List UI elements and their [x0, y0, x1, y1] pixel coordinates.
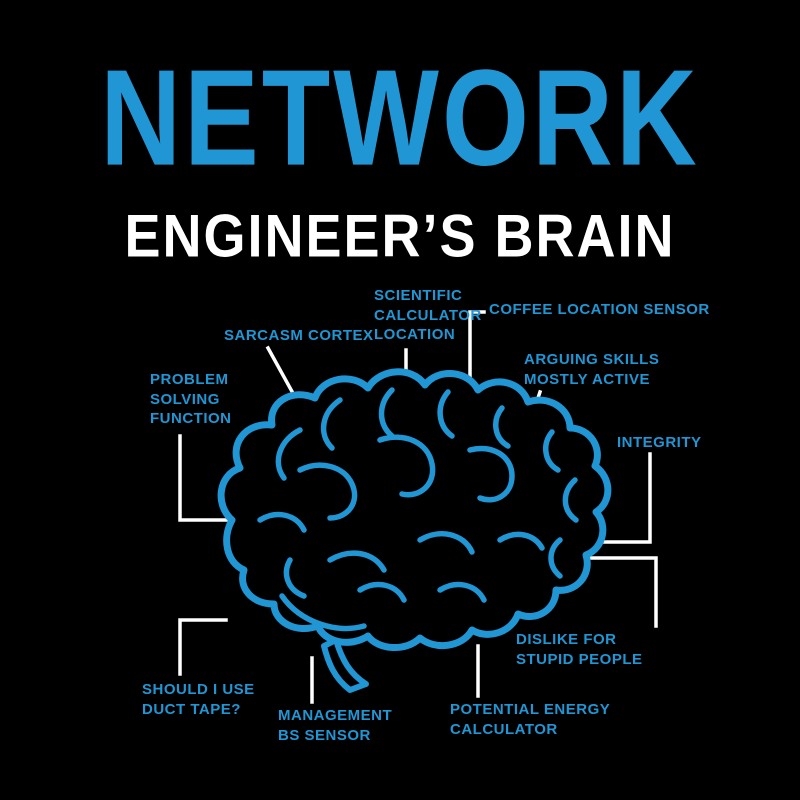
label-should-i-use-duct-tape: SHOULD I USE DUCT TAPE? [142, 681, 255, 718]
label-potential-energy-calculator: POTENTIAL ENERGY CALCULATOR [450, 701, 611, 738]
brain-stem [321, 637, 369, 693]
callout-line-dislike [588, 556, 658, 628]
label-coffee-location-sensor: COFFEE LOCATION SENSOR [489, 301, 710, 318]
callout-line-integrity [602, 452, 652, 544]
title-block: NETWORK ENGINEER’S BRAIN [0, 0, 800, 266]
brain-illustration [217, 368, 612, 693]
callout-line-coffee-sensor [468, 310, 486, 382]
title-engineers-brain: ENGINEER’S BRAIN [124, 202, 676, 270]
label-management-bs-sensor: MANAGEMENT BS SENSOR [278, 707, 393, 744]
label-arguing-skills-mostly-active: ARGUING SKILLS MOSTLY ACTIVE [524, 351, 660, 388]
brain-outline [217, 368, 612, 652]
callout-line-problem-solving [178, 434, 240, 522]
label-problem-solving-function: PROBLEM SOLVING FUNCTION [150, 371, 232, 427]
label-scientific-calculator-location: SCIENTIFIC CALCULATOR LOCATION [374, 287, 482, 343]
title-network: NETWORK [100, 41, 700, 194]
label-dislike-for-stupid-people: DISLIKE FOR STUPID PEOPLE [516, 631, 643, 668]
label-sarcasm-cortex: SARCASM CORTEX [224, 327, 374, 344]
label-integrity: INTEGRITY [617, 434, 702, 451]
callout-line-duct-tape [178, 618, 228, 676]
brain-gyri-folds [257, 387, 579, 632]
